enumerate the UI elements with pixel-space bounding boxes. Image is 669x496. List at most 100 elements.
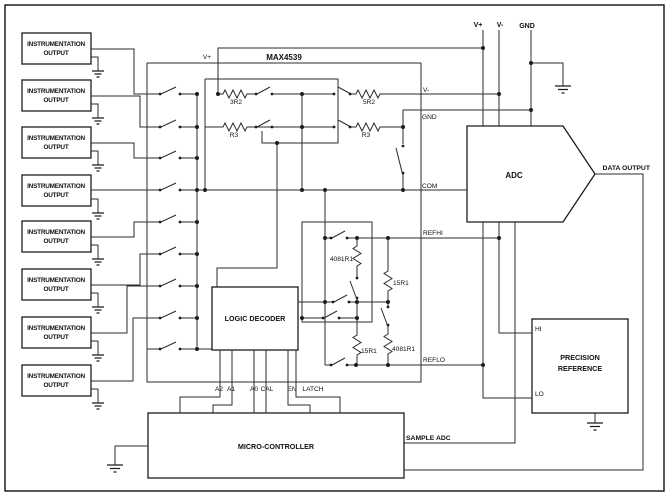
vminus-terminal-label: V- bbox=[497, 22, 504, 29]
input-wire-6 bbox=[91, 253, 159, 286]
precision-reference-box bbox=[531, 318, 629, 414]
ref-network-outline bbox=[301, 221, 373, 323]
wires bbox=[91, 47, 644, 471]
cal-switches bbox=[254, 86, 405, 367]
ground-icon bbox=[92, 70, 104, 78]
instrumentation-box bbox=[21, 316, 92, 349]
instrumentation-ground-stems bbox=[91, 56, 99, 403]
instrumentation-box bbox=[21, 268, 92, 301]
supply-terminals: V+ V- GND bbox=[474, 22, 564, 126]
instrumentation-output-8: INSTRUMENTATION OUTPUT bbox=[21, 364, 92, 397]
divider-decoder-wire bbox=[216, 143, 278, 295]
ground-icon bbox=[92, 117, 104, 125]
switches bbox=[158, 86, 405, 367]
resistor-4081r1-upper-label: 4081R1 bbox=[330, 256, 353, 263]
mux-block: MAX4539 V+ V- GND COM REFHI REFLO A2 A1 … bbox=[146, 53, 445, 393]
ground-icon bbox=[92, 306, 104, 314]
ground-icon bbox=[92, 164, 104, 172]
mux-pin-com: COM bbox=[422, 183, 437, 190]
a2-wire bbox=[179, 350, 221, 413]
ground-icon bbox=[92, 258, 104, 266]
instrumentation-label: OUTPUT bbox=[43, 97, 68, 104]
instrumentation-box bbox=[21, 32, 92, 65]
instrumentation-box bbox=[21, 174, 92, 207]
instrumentation-label: OUTPUT bbox=[43, 238, 68, 245]
instrumentation-output-4: INSTRUMENTATION OUTPUT bbox=[21, 174, 92, 207]
resistor-15r1-lower-label: 15R1 bbox=[361, 348, 377, 355]
en-wire bbox=[287, 350, 311, 413]
ground-icon bbox=[587, 422, 603, 431]
mux-pin-a1: A1 bbox=[227, 386, 235, 393]
cal-switch-arms bbox=[256, 86, 352, 128]
input-wire-5 bbox=[91, 221, 159, 238]
instrumentation-label: OUTPUT bbox=[43, 286, 68, 293]
mcu-ground-wire bbox=[114, 445, 148, 465]
precision-reference-block: HI LO PRECISION REFERENCE bbox=[531, 318, 629, 414]
gnd-terminal-label: GND bbox=[519, 23, 535, 30]
instrumentation-label: OUTPUT bbox=[43, 382, 68, 389]
instrumentation-label: OUTPUT bbox=[43, 334, 68, 341]
instrumentation-label: OUTPUT bbox=[43, 50, 68, 57]
instrumentation-output-6: INSTRUMENTATION OUTPUT bbox=[21, 268, 92, 301]
vplus-rail-wire bbox=[217, 47, 483, 94]
instrumentation-outputs: INSTRUMENTATION OUTPUT INSTRUMENTATION O… bbox=[21, 32, 99, 403]
logic-decoder-box bbox=[211, 286, 299, 351]
data-output-wire bbox=[404, 173, 644, 471]
ref-pin-hi: HI bbox=[535, 326, 542, 333]
resistor-15r1-upper bbox=[383, 268, 393, 294]
resistor-4081r1-upper bbox=[352, 243, 362, 269]
ref-pin-lo: LO bbox=[535, 391, 544, 398]
sample-adc-label: SAMPLE ADC bbox=[406, 435, 451, 442]
ground-icon bbox=[92, 402, 104, 410]
instrumentation-box bbox=[21, 79, 92, 112]
supply-rails bbox=[482, 30, 564, 126]
instrumentation-output-3: INSTRUMENTATION OUTPUT bbox=[21, 126, 92, 159]
a1-wire bbox=[212, 350, 233, 413]
mux-outline bbox=[146, 62, 422, 383]
instrumentation-output-7: INSTRUMENTATION OUTPUT bbox=[21, 316, 92, 349]
instrumentation-label: INSTRUMENTATION bbox=[27, 277, 85, 284]
refhi-hi-wire bbox=[498, 222, 532, 334]
resistor-r3-right bbox=[353, 121, 383, 133]
instrumentation-label: INSTRUMENTATION bbox=[27, 135, 85, 142]
instrumentation-output-1: INSTRUMENTATION OUTPUT bbox=[21, 32, 92, 65]
input-wire-8 bbox=[91, 317, 159, 382]
mux-pin-latch: LATCH bbox=[302, 386, 323, 393]
mux-pin-gnd: GND bbox=[422, 114, 437, 121]
vplus-terminal-label: V+ bbox=[474, 22, 483, 29]
mux-pin-reflo: REFLO bbox=[423, 357, 445, 364]
instrumentation-label: INSTRUMENTATION bbox=[27, 88, 85, 95]
resistor-15r1-upper-label: 15R1 bbox=[393, 280, 409, 287]
instrumentation-label: INSTRUMENTATION bbox=[27, 41, 85, 48]
switch-arms bbox=[160, 86, 177, 350]
instrumentation-label: INSTRUMENTATION bbox=[27, 183, 85, 190]
resistor-15r1-lower bbox=[352, 332, 362, 358]
resistor-r3-right-label: R3 bbox=[362, 132, 371, 139]
micro-controller-label: MICRO-CONTROLLER bbox=[238, 442, 315, 451]
logic-decoder-label: LOGIC DECODER bbox=[225, 314, 287, 323]
micro-controller-box bbox=[147, 412, 405, 479]
instrumentation-box bbox=[21, 126, 92, 159]
switch-contacts bbox=[158, 92, 182, 351]
resistor-5r2 bbox=[353, 88, 383, 100]
resistors: 3R2 5R2 R3 R3 4081R1 15R1 15R1 4081R1 bbox=[220, 88, 415, 358]
mux-label: MAX4539 bbox=[266, 53, 302, 62]
instrumentation-label: OUTPUT bbox=[43, 192, 68, 199]
data-output-label: DATA OUTPUT bbox=[603, 165, 651, 172]
resistor-4081r1-lower-label: 4081R1 bbox=[392, 346, 415, 353]
ref-switch-arms bbox=[323, 230, 388, 366]
ground-icon bbox=[92, 354, 104, 362]
figure-border bbox=[4, 4, 665, 492]
instrumentation-label: INSTRUMENTATION bbox=[27, 229, 85, 236]
input-switches bbox=[158, 86, 182, 351]
sample-adc-wire bbox=[404, 222, 516, 444]
ground-icon bbox=[92, 212, 104, 220]
instrumentation-label: OUTPUT bbox=[43, 144, 68, 151]
resistor-r3-left-label: R3 bbox=[230, 132, 239, 139]
input-wire-1 bbox=[91, 48, 159, 95]
instrumentation-label: INSTRUMENTATION bbox=[27, 373, 85, 380]
precision-reference-label: PRECISION bbox=[560, 353, 600, 362]
ground-icon bbox=[555, 85, 571, 94]
